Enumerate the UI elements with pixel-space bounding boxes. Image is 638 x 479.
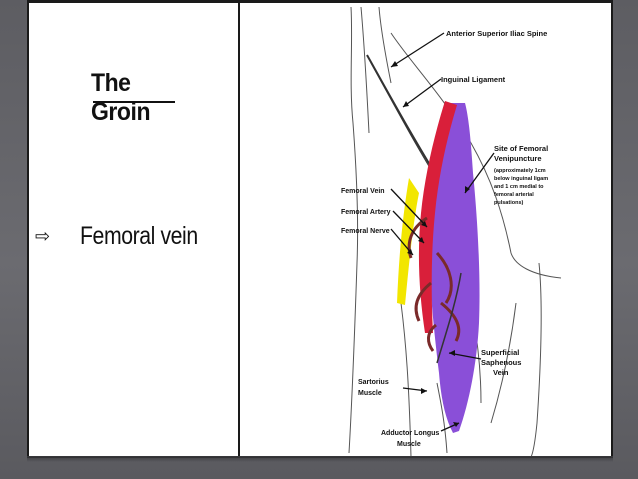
label-sartorius-muscle: Muscle bbox=[358, 390, 382, 397]
label-sartorius: Sartorius bbox=[358, 379, 389, 386]
label-femoral-nerve: Femoral Nerve bbox=[341, 228, 390, 235]
label-note-line1: (approximately 1cm bbox=[494, 168, 546, 174]
leader-lines bbox=[390, 32, 495, 432]
slide: The Groin ⇨ Femoral vein bbox=[27, 0, 613, 458]
label-femoral-artery: Femoral Artery bbox=[341, 209, 391, 216]
vessel-branches bbox=[407, 216, 461, 352]
label-saphenous: Saphenous bbox=[481, 358, 521, 367]
body-outline bbox=[348, 6, 562, 457]
femoral-artery bbox=[418, 101, 457, 333]
label-femoral-vein: Femoral Vein bbox=[341, 188, 385, 195]
bullet-text: Femoral vein bbox=[80, 222, 198, 250]
label-vein: Vein bbox=[493, 368, 509, 377]
label-asis: Anterior Superior Iliac Spine bbox=[446, 29, 547, 38]
label-superficial: Superficial bbox=[481, 348, 519, 357]
label-site-line1: Site of Femoral bbox=[494, 144, 548, 153]
label-inguinal-ligament: Inguinal Ligament bbox=[441, 75, 506, 84]
groin-anatomy-figure: Anterior Superior Iliac Spine Inguinal L… bbox=[341, 6, 562, 457]
label-adductor-muscle: Muscle bbox=[397, 441, 421, 448]
title-underline bbox=[93, 101, 175, 103]
saphenous-vein bbox=[436, 272, 462, 364]
slide-title: The Groin bbox=[91, 69, 151, 126]
slide-shadow bbox=[27, 456, 613, 462]
hollow-right-arrow-icon: ⇨ bbox=[35, 226, 51, 246]
label-note-line5: pulsations) bbox=[494, 200, 524, 206]
leader-arrowheads bbox=[391, 61, 470, 427]
label-adductor-longus: Adductor Longus bbox=[381, 430, 439, 437]
label-note-line3: and 1 cm medial to bbox=[494, 184, 544, 190]
column-divider bbox=[238, 3, 240, 456]
label-note-line4: femoral arterial bbox=[494, 192, 534, 198]
label-note-line2: below inguinal ligam bbox=[494, 176, 548, 182]
label-site-line2: Venipuncture bbox=[494, 154, 542, 163]
femoral-nerve bbox=[397, 178, 419, 305]
